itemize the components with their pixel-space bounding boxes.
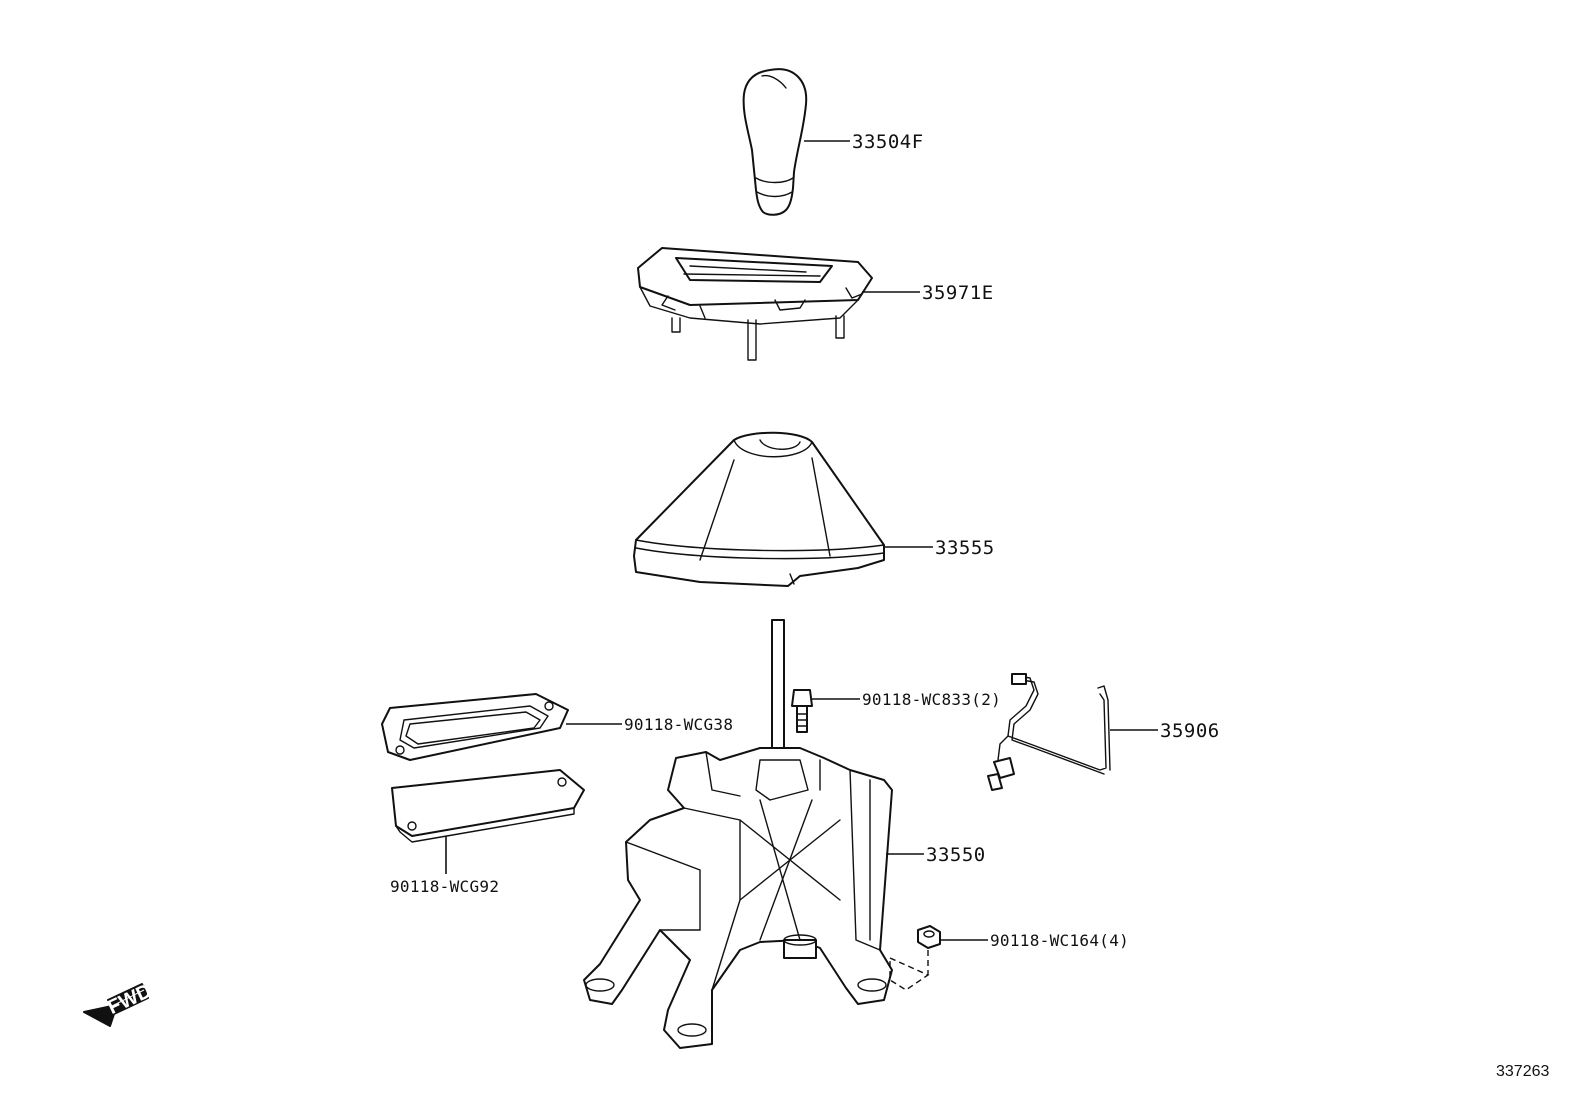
callout-shift-knob: 33504F (852, 131, 924, 153)
shift-boot[interactable] (633, 431, 885, 587)
callout-bolt: 90118-WC833(2) (862, 690, 1001, 709)
callout-wire-harness: 35906 (1160, 720, 1220, 742)
nut-install-guide (889, 950, 930, 991)
fwd-arrow-icon: FWD (83, 980, 155, 1027)
indicator-housing[interactable] (637, 247, 873, 361)
illustration-id: 337263 (1496, 1063, 1549, 1080)
callout-shift-lever-assembly: 33550 (926, 844, 986, 866)
fwd-label: FWD (104, 980, 155, 1019)
callout-gasket: 90118-WCG38 (624, 715, 733, 734)
shift-knob[interactable] (742, 68, 808, 216)
shift-lever-assembly[interactable] (583, 619, 893, 1049)
plate[interactable] (391, 769, 585, 843)
bolt[interactable] (791, 689, 813, 733)
wire-harness[interactable] (987, 673, 1111, 791)
callout-indicator-housing: 35971E (922, 282, 994, 304)
gasket[interactable] (381, 693, 569, 761)
callout-boot: 33555 (935, 537, 995, 559)
callout-plate: 90118-WCG92 (390, 877, 499, 896)
nut[interactable] (917, 925, 941, 949)
callout-nut: 90118-WC164(4) (990, 931, 1129, 950)
